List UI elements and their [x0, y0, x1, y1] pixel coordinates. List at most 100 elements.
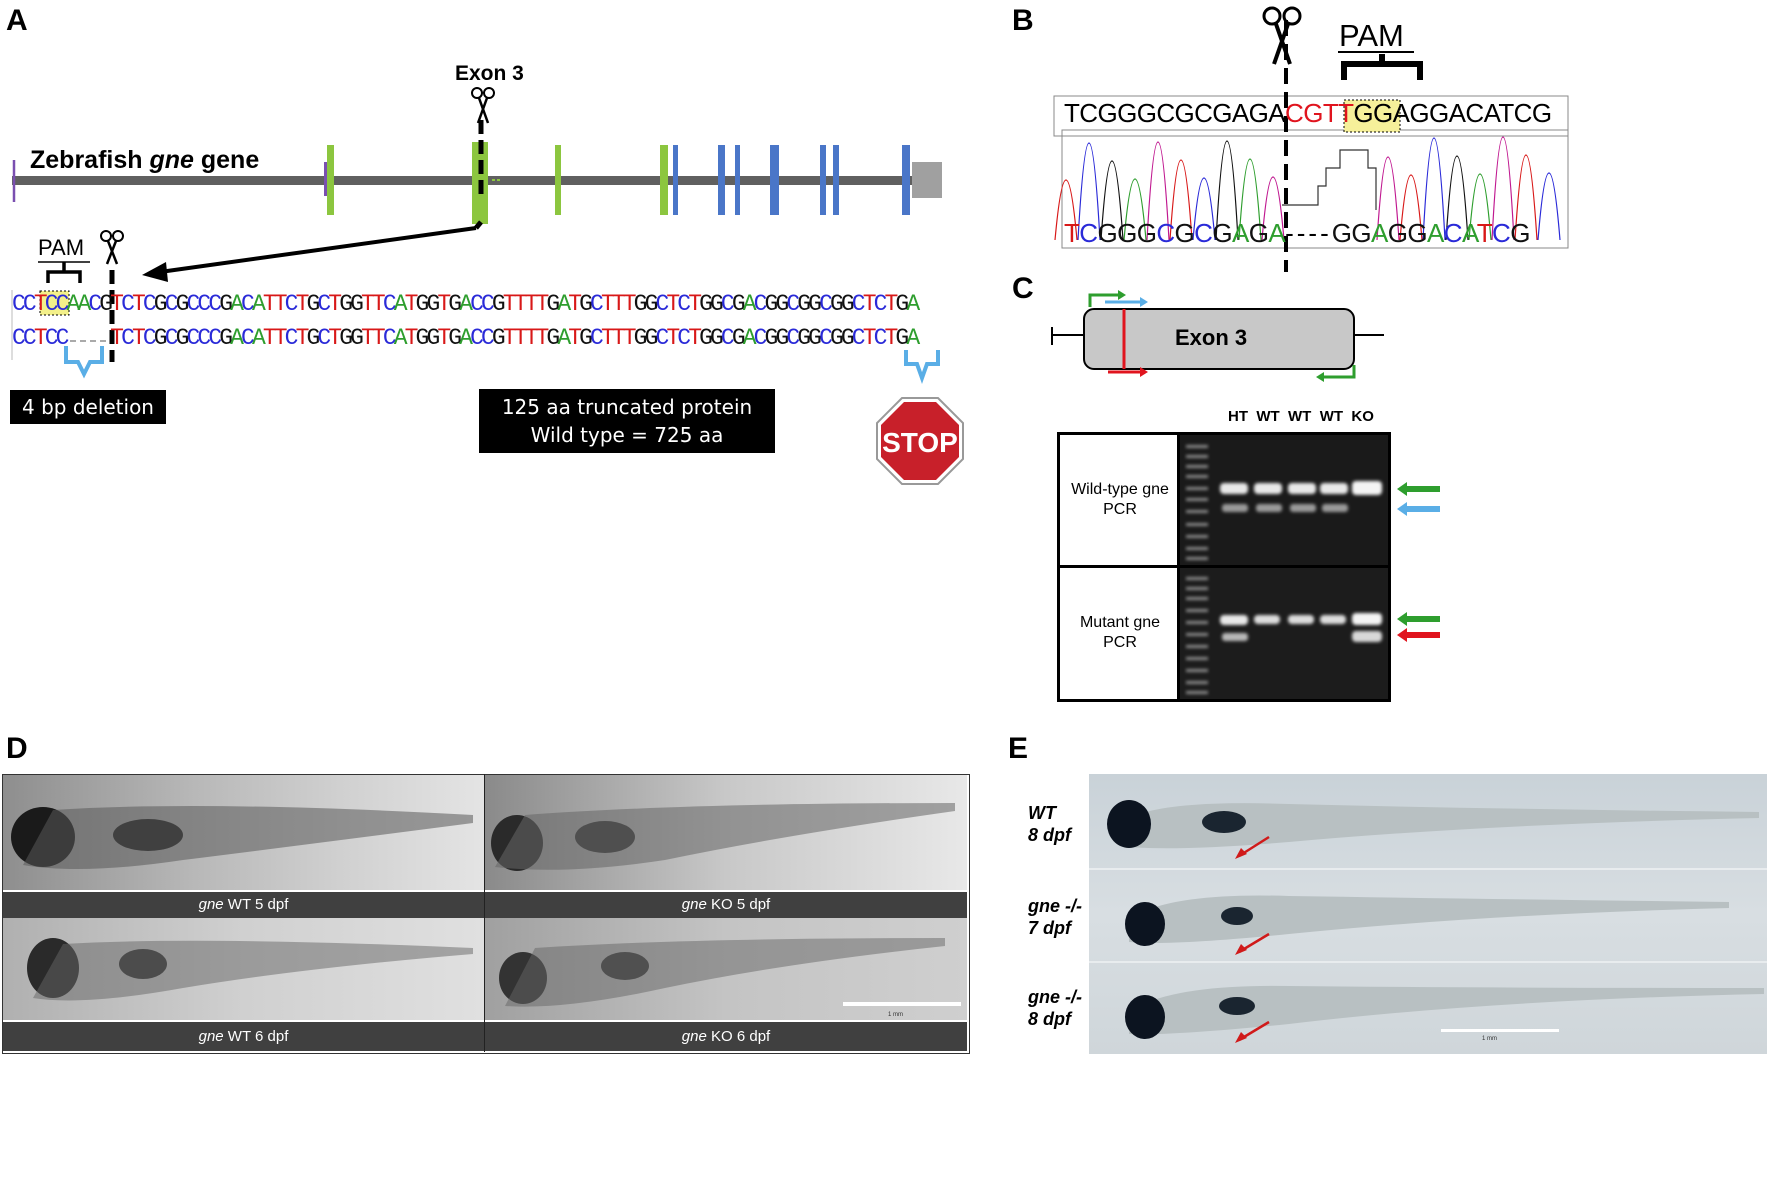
ladder-band — [1186, 621, 1208, 624]
nucleotide: T — [535, 291, 550, 317]
panel-label-c: C — [1012, 272, 1034, 305]
nucleotide: G — [306, 291, 320, 317]
exon-10 — [820, 145, 826, 215]
caption-2-italic: gne — [681, 896, 707, 913]
panel-d-divider — [484, 774, 485, 1052]
nucleotide: C — [197, 291, 211, 317]
nucleotide: G — [895, 325, 909, 351]
lane-label-1: HT — [1228, 408, 1248, 425]
nucleotide: C — [1492, 218, 1511, 248]
exon-1-mark — [324, 162, 328, 196]
nucleotide: T — [884, 291, 899, 317]
nucleotide: G — [710, 325, 724, 351]
nucleotide: T — [862, 325, 877, 351]
nucleotide: C — [480, 291, 495, 317]
label-ko-8dpf-line2: 8 dpf — [1028, 1009, 1071, 1029]
nucleotide: G — [1510, 218, 1530, 248]
wt-sequence: CCTCCAACGTCTCGCGCCCGACATTCTGCTGGTTCATGGT… — [12, 291, 920, 317]
nucleotide: C — [317, 325, 331, 351]
nucleotide: G — [426, 325, 440, 351]
trace-peak — [1261, 176, 1285, 241]
exon3-primer-diagram — [1051, 290, 1384, 382]
zoom-arrow-head — [142, 262, 168, 282]
nucleotide: T — [371, 291, 386, 317]
exon-9 — [770, 145, 779, 215]
exon-5 — [660, 145, 668, 215]
nucleotide: T — [688, 325, 702, 351]
nucleotide: A — [906, 325, 920, 351]
nucleotide: G — [840, 291, 855, 317]
ladder-band — [1186, 465, 1208, 468]
top-seq-red: CGTT — [1285, 98, 1354, 128]
embryo-ko-5dpf — [485, 775, 967, 890]
ladder-band — [1186, 633, 1208, 636]
caption-4-text: KO 6 dpf — [706, 1028, 771, 1045]
ladder-band — [1186, 669, 1208, 672]
pam-label-b: PAM — [1339, 18, 1404, 53]
nucleotide: T — [502, 325, 517, 351]
embryo-ko-6dpf — [485, 918, 967, 1020]
nucleotide: G — [808, 291, 822, 317]
nucleotide: C — [55, 291, 70, 317]
nucleotide: C — [382, 325, 397, 351]
primer-fwd-green-head — [1118, 290, 1126, 300]
chromatogram-traces — [1054, 136, 1561, 241]
deletion-label: 4 bp deletion — [10, 390, 166, 424]
nucleotide: G — [1097, 218, 1118, 248]
nucleotide: A — [66, 291, 81, 317]
deletion-brace — [64, 346, 104, 379]
label-ko-7dpf-line2: 7 dpf — [1028, 918, 1071, 938]
nucleotide: A — [251, 291, 266, 317]
nucleotide: G — [699, 291, 713, 317]
nucleotide: G — [546, 325, 560, 351]
nucleotide: C — [470, 325, 484, 351]
panel-d-scale-label: 1 mm — [888, 1012, 903, 1018]
nucleotide: T — [273, 291, 288, 317]
gene-title-suffix: gene — [193, 146, 260, 174]
nucleotide: G — [731, 291, 746, 317]
nucleotide: T — [110, 291, 124, 317]
nucleotide: C — [1156, 218, 1175, 248]
trace-peak — [1491, 136, 1515, 241]
nucleotide: T — [568, 325, 582, 351]
caption-1-italic: gne — [198, 896, 224, 913]
pam-bracket — [46, 262, 82, 283]
nucleotide: G — [1407, 218, 1427, 248]
trace-step — [1282, 149, 1377, 210]
lane-label-2: WT — [1256, 408, 1280, 425]
nucleotide: C — [480, 325, 495, 351]
nucleotide: C — [851, 291, 866, 317]
nucleotide: G — [699, 325, 713, 351]
protein-info-box: 125 aa truncated protein Wild type = 725… — [479, 389, 775, 453]
bottom-seq-gap: ---- — [1285, 218, 1332, 248]
nucleotide: G — [644, 291, 659, 317]
exon-4 — [555, 145, 561, 215]
caption-2-text: KO 5 dpf — [706, 896, 771, 913]
nucleotide: - — [88, 325, 99, 351]
primer-fwd-red-head — [1140, 367, 1148, 377]
nucleotide: T — [884, 325, 899, 351]
utr-box — [912, 162, 942, 198]
trace-peak — [1468, 173, 1492, 241]
nucleotide: T — [524, 325, 539, 351]
nucleotide: C — [677, 291, 691, 317]
gel-divider — [1060, 565, 1388, 568]
bottom-seq-right: GGAGGACATCG — [1332, 218, 1531, 248]
larva-ko-8dpf — [1125, 985, 1764, 1043]
nucleotide: C — [786, 325, 800, 351]
gene-title: Zebrafish gne gene — [30, 146, 259, 175]
nucleotide: G — [350, 291, 364, 317]
ladder-band — [1186, 498, 1208, 501]
nucleotide: T — [328, 325, 342, 351]
caption-1-text: WT 5 dpf — [223, 896, 289, 913]
nucleotide: T — [131, 325, 146, 351]
nucleotide: A — [1371, 218, 1388, 248]
wt-pcr-label: Wild-type gne PCR — [1071, 481, 1169, 518]
nucleotide: G — [764, 291, 779, 317]
embryo-wt-5dpf — [3, 775, 484, 890]
nucleotide: G — [797, 291, 811, 317]
nucleotide: T — [862, 291, 877, 317]
nucleotide: C — [142, 325, 157, 351]
nucleotide: G — [448, 325, 462, 351]
ladder-band — [1186, 535, 1208, 538]
